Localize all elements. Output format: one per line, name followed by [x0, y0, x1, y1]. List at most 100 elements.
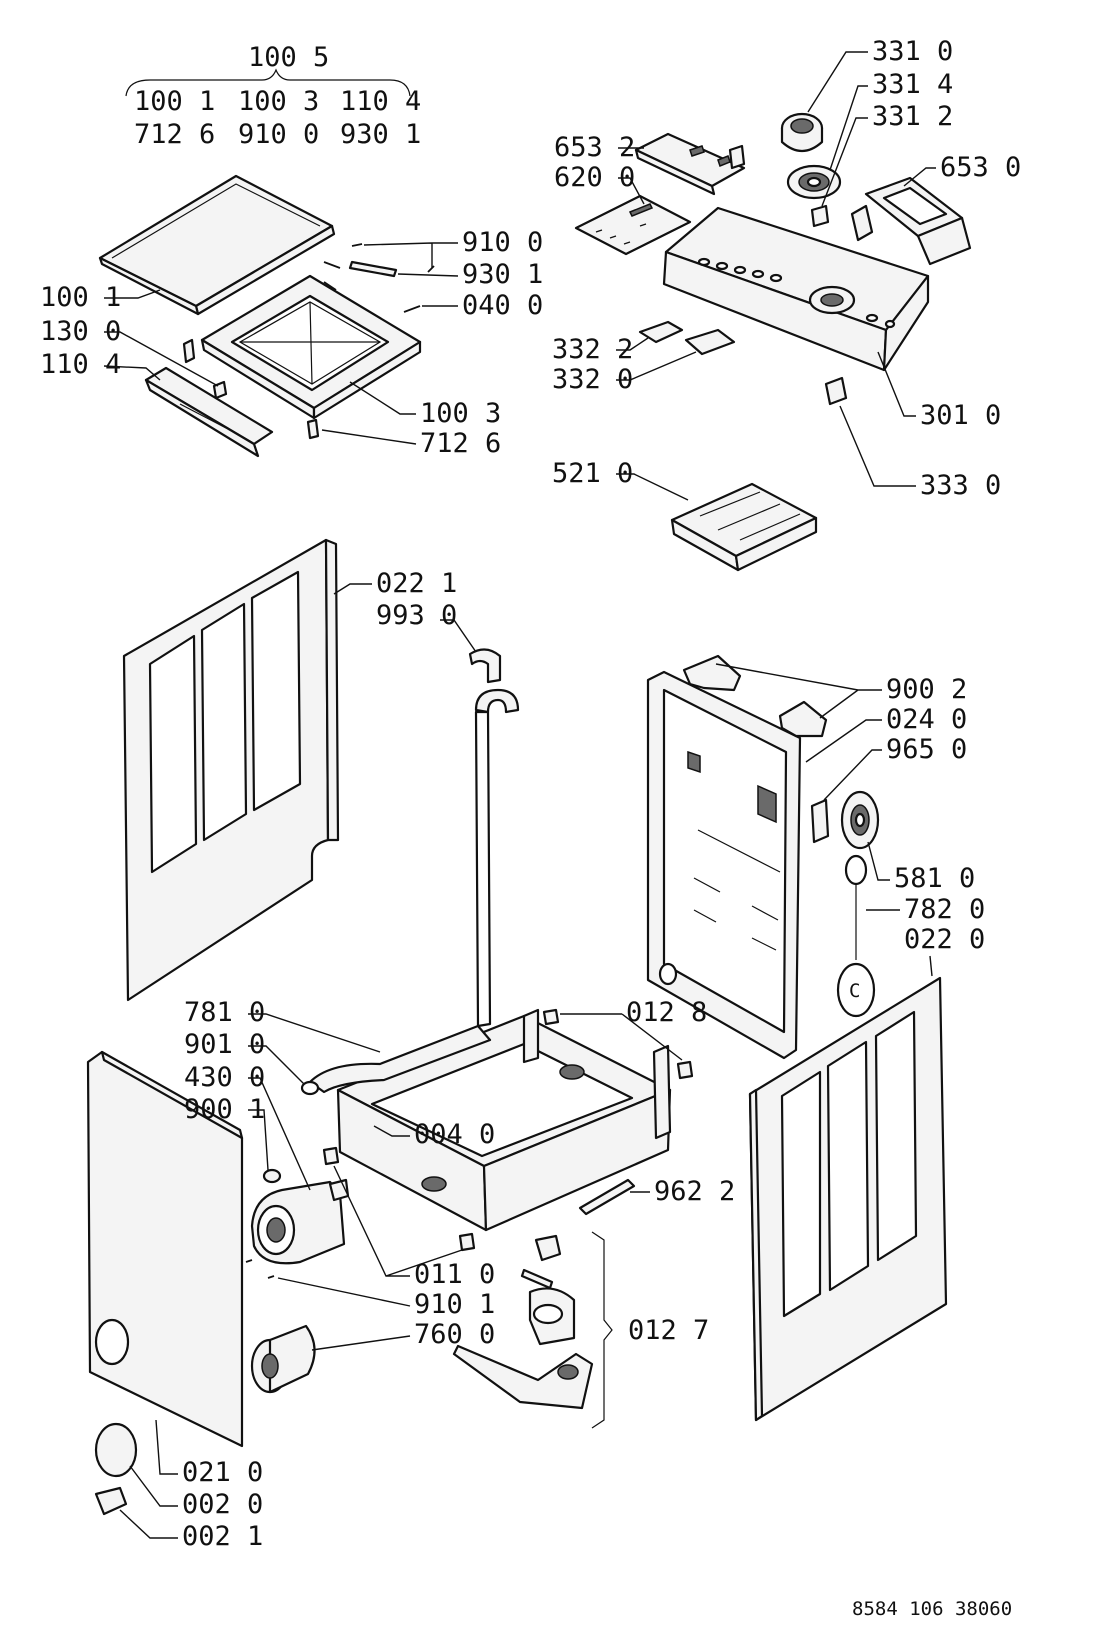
- label-781-0: 781 0: [184, 997, 265, 1028]
- base-frame-part: [336, 1008, 672, 1232]
- foot-c-part: [322, 1146, 340, 1166]
- leader-011-0: [333, 1165, 463, 1277]
- label-021-0: 021 0: [182, 1457, 263, 1488]
- leader-430-0: [248, 1077, 311, 1191]
- hook-b-part: [778, 700, 828, 738]
- label-100-3: 100 3: [420, 398, 501, 429]
- clip-002-1-part: [94, 1486, 128, 1516]
- feet-kit-part: [452, 1234, 594, 1410]
- label-022-0: 022 0: [904, 924, 985, 955]
- leader-332-2: [616, 337, 649, 351]
- screws-910-1-part: [245, 1259, 275, 1279]
- dispenser-part: [670, 482, 818, 572]
- leader-760-0: [311, 1335, 411, 1351]
- latch-712-6-part: [306, 418, 320, 440]
- label-100-1-group: 100 1: [134, 86, 215, 117]
- leader-581-0: [867, 841, 890, 881]
- leader-002-0: [129, 1465, 178, 1507]
- leader-002-1: [119, 1509, 178, 1539]
- pump-part: [250, 1178, 350, 1265]
- svg-text:C: C: [849, 980, 860, 1002]
- door-021-0-part: [94, 1422, 138, 1478]
- label-760-0: 760 0: [414, 1319, 495, 1350]
- leader-993-0: [440, 619, 477, 653]
- label-930-1: 930 1: [462, 259, 543, 290]
- control-panel-part: [662, 206, 930, 372]
- latch-333-0-part: [824, 376, 848, 406]
- hinge-130-0-part: [182, 338, 196, 364]
- leader-021-0: [155, 1419, 178, 1475]
- leader-930-1: [397, 273, 459, 277]
- label-024-0: 024 0: [886, 704, 967, 735]
- label-002-1: 002 1: [182, 1521, 263, 1552]
- lid-part: [98, 174, 336, 316]
- label-910-0: 910 0: [462, 227, 543, 258]
- leader-653-0: [903, 167, 936, 187]
- bar-930-1-part: [348, 260, 398, 278]
- label-331-0: 331 0: [872, 36, 953, 67]
- label-002-0: 002 0: [182, 1489, 263, 1520]
- label-712-6: 712 6: [420, 428, 501, 459]
- label-110-4-group: 110 4: [340, 86, 421, 117]
- bracket-653-0-part: [850, 176, 972, 266]
- label-901-0: 901 0: [184, 1029, 265, 1060]
- hose-part: [468, 648, 520, 1028]
- label-993-0: 993 0: [376, 600, 457, 631]
- leader-712-6: [321, 429, 417, 445]
- leader-900-2: [715, 663, 882, 719]
- label-962-2: 962 2: [654, 1176, 735, 1207]
- front-trim-part: [144, 366, 274, 458]
- label-011-0: 011 0: [414, 1259, 495, 1290]
- rod-part: [323, 261, 341, 291]
- clamp-901-0-part: [300, 1080, 320, 1096]
- label-022-1: 022 1: [376, 568, 457, 599]
- label-100-3-group: 100 3: [238, 86, 319, 117]
- label-012-8: 012 8: [626, 997, 707, 1028]
- label-965-0: 965 0: [886, 734, 967, 765]
- top-frame-part: [200, 274, 422, 420]
- foot-a-part: [542, 1008, 560, 1026]
- pulley-part: [840, 790, 880, 850]
- foot-d-part: [458, 1232, 476, 1252]
- label-331-2: 331 2: [872, 101, 953, 132]
- left-side-panel-part: [122, 538, 340, 1002]
- button-332-0-part: [684, 328, 736, 356]
- label-653-0: 653 0: [940, 152, 1021, 183]
- screw-040-0-part: [403, 305, 421, 313]
- label-900-2: 900 2: [886, 674, 967, 705]
- belt-part: C: [836, 854, 876, 1018]
- dial-disc-part: [786, 164, 842, 200]
- leader-331-2: [821, 117, 868, 207]
- leader-100-1: [104, 289, 161, 299]
- screw-910-0-part: [351, 243, 435, 273]
- label-110-4: 110 4: [40, 349, 121, 380]
- label-331-4: 331 4: [872, 69, 953, 100]
- label-040-0: 040 0: [462, 290, 543, 321]
- foot-b-part: [676, 1060, 694, 1080]
- leader-781-0: [248, 1013, 381, 1053]
- leader-110-4: [103, 365, 161, 381]
- label-301-0: 301 0: [920, 400, 1001, 431]
- leader-900-1: [248, 1109, 269, 1171]
- right-side-panel-part: [748, 976, 948, 1422]
- leader-333-0: [839, 405, 916, 487]
- leader-332-0: [616, 351, 697, 381]
- leader-024-0: [805, 719, 882, 763]
- leader-022-0: [929, 955, 933, 977]
- label-012-7: 012 7: [628, 1315, 709, 1346]
- label-782-0: 782 0: [904, 894, 985, 925]
- leader-012-8: [560, 1013, 683, 1061]
- seal-900-1-part: [262, 1168, 282, 1184]
- bracket-653-2-part: [634, 132, 746, 196]
- leader-965-0: [823, 749, 882, 801]
- leader-910-0: [363, 242, 458, 268]
- leader-301-0: [877, 351, 916, 417]
- leader-130-0: [104, 331, 219, 387]
- label-910-1: 910 1: [414, 1289, 495, 1320]
- leader-910-1: [277, 1277, 411, 1307]
- bracket-962-2-part: [578, 1178, 636, 1216]
- hook-a-part: [682, 654, 742, 692]
- label-100-5: 100 5: [248, 42, 329, 73]
- bracket-965-0-part: [810, 798, 830, 844]
